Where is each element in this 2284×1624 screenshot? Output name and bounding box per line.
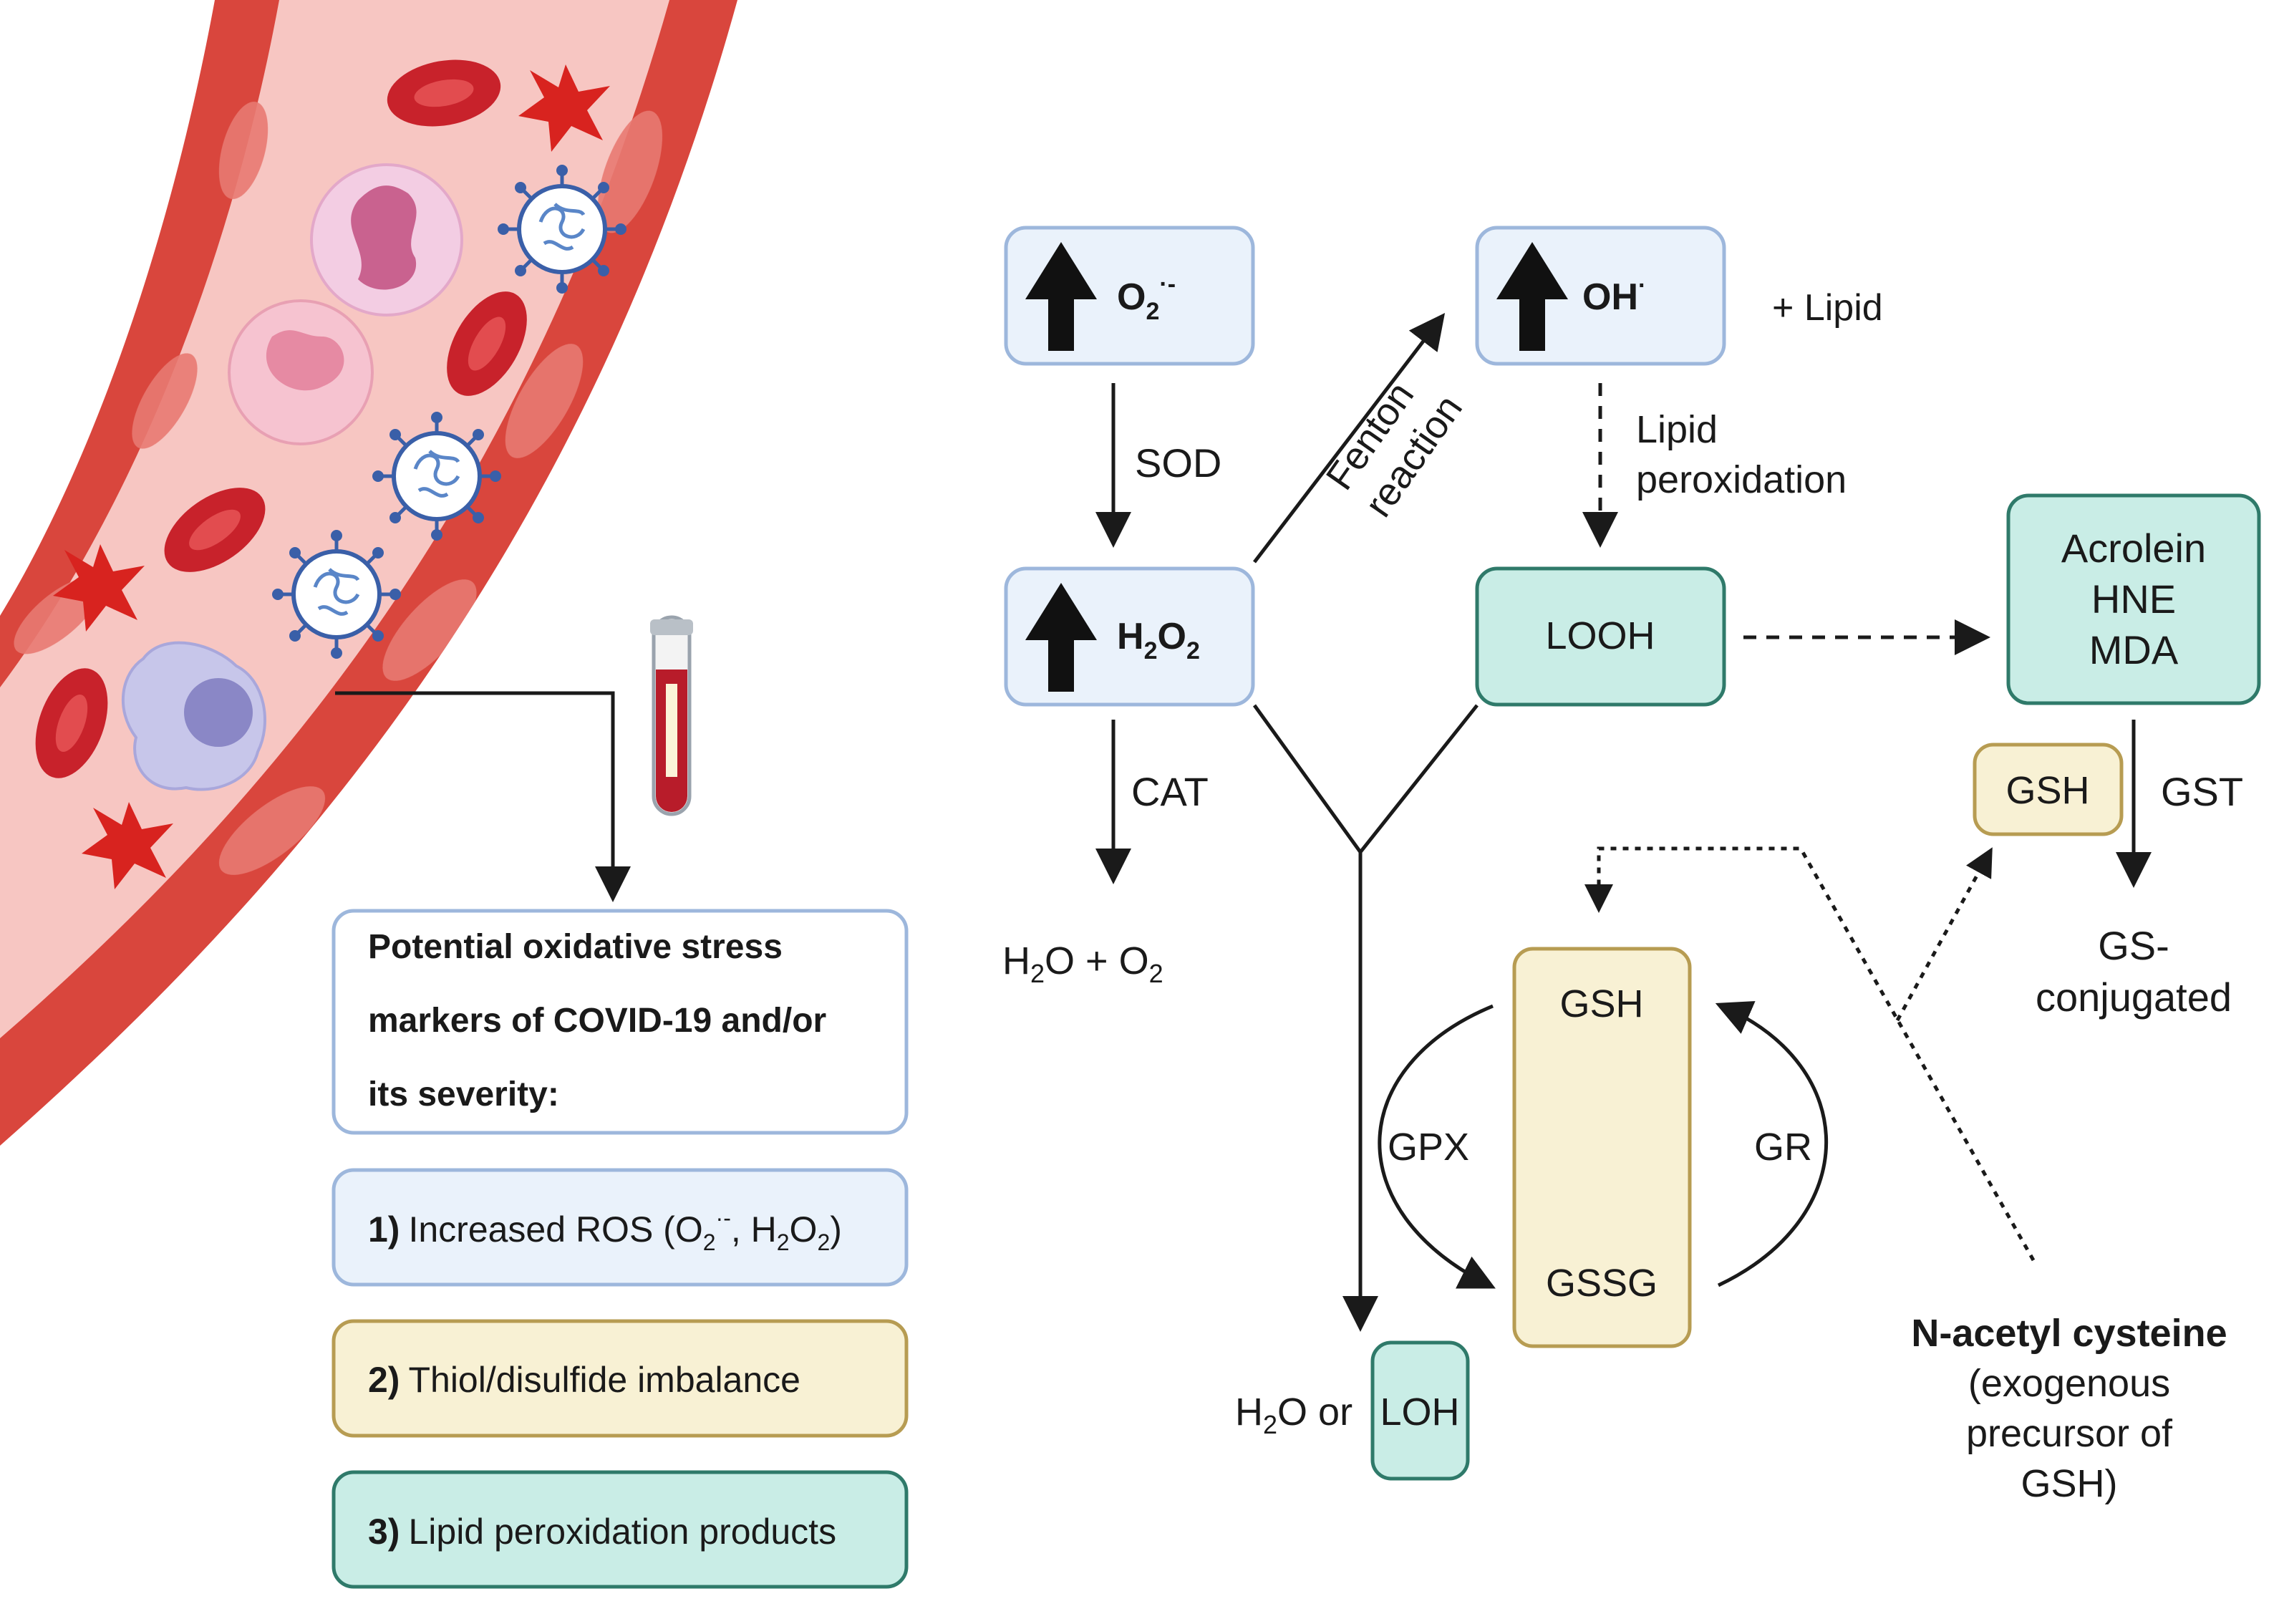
legend-item-ros: 1)Increased ROS (O2·-, H2O2) <box>368 1205 842 1255</box>
nac-desc-3: GSH) <box>2021 1462 2118 1505</box>
lipid-peroxidation-label-2: peroxidation <box>1636 458 1847 501</box>
legend: Potential oxidative stress markers of CO… <box>332 909 909 1589</box>
nac-dotted-path <box>1584 846 2036 1262</box>
up-arrow-icon <box>1496 242 1568 351</box>
blood-tube-icon <box>650 615 693 816</box>
macrophage-icon <box>121 641 266 791</box>
virus-icon <box>372 412 501 541</box>
arrow-gpx <box>1378 1004 1496 1289</box>
nac-desc-1: (exogenous <box>1968 1362 2170 1405</box>
converging-lines <box>1252 704 1479 856</box>
legend-item-ros-box <box>332 1168 909 1287</box>
up-arrow-icon <box>1025 242 1097 351</box>
virus-icon <box>272 530 401 659</box>
blood-vessel-illustration <box>0 0 737 1146</box>
virus-icon <box>498 165 626 294</box>
node-glutathione-cycle: GSH GSSG <box>1512 947 1692 1348</box>
node-superoxide: O2·- <box>1004 226 1255 366</box>
svg-text:HNE: HNE <box>2091 576 2176 622</box>
cat-label: CAT <box>1131 769 1209 814</box>
svg-text:LOH: LOH <box>1380 1391 1459 1434</box>
legend-item-thiol-box <box>332 1319 909 1438</box>
h2o-o2-label: H2O + O2 <box>1002 939 1163 988</box>
fenton-label: Fenton reaction <box>1318 374 1471 525</box>
lipid-peroxidation-label-1: Lipid <box>1636 408 1718 451</box>
vessel-to-legend-connector <box>335 691 631 902</box>
plus-lipid-label: + Lipid <box>1772 287 1883 329</box>
svg-text:LOOH: LOOH <box>1545 614 1655 657</box>
svg-text:GSH: GSH <box>2005 769 2089 812</box>
legend-item-thiol: 2)Thiol/disulfide imbalance <box>368 1360 800 1400</box>
nac-title: N-acetyl cysteine <box>1911 1312 2227 1355</box>
svg-text:H2O2: H2O2 <box>1117 616 1200 664</box>
svg-text:Acrolein: Acrolein <box>2061 526 2206 571</box>
arrow-gr <box>1715 1001 1829 1287</box>
up-arrow-icon <box>1025 583 1097 692</box>
svg-text:OH·: OH· <box>1582 272 1646 318</box>
gssg-label: GSSG <box>1546 1262 1658 1305</box>
gpx-label: GPX <box>1388 1126 1469 1169</box>
node-hydrogen-peroxide: H2O2 <box>1004 566 1255 707</box>
svg-text:O2·-: O2·- <box>1117 271 1176 325</box>
neutrophil-icon <box>228 299 374 445</box>
gst-label: GST <box>2161 769 2243 814</box>
nac-to-gsh-small <box>1895 847 1993 1022</box>
gsh-label: GSH <box>1559 982 1643 1025</box>
sod-label: SOD <box>1135 440 1221 485</box>
legend-item-lipid: 3)Lipid peroxidation products <box>368 1512 836 1552</box>
node-gsh-small: GSH <box>1973 743 2124 836</box>
node-looh: LOOH <box>1475 566 1726 707</box>
gs-conjugated-label-1: GS- <box>2098 923 2169 968</box>
node-loh: LOH <box>1370 1340 1470 1481</box>
gr-label: GR <box>1754 1126 1812 1169</box>
legend-item-lipid-box <box>332 1470 909 1589</box>
node-aldehydes: Acrolein HNE MDA <box>2006 493 2261 705</box>
h2o-or-label: H2O or <box>1235 1391 1353 1439</box>
svg-text:MDA: MDA <box>2089 627 2179 672</box>
legend-title-line1: Potential oxidative stress <box>368 928 783 966</box>
neutrophil-icon <box>310 163 463 316</box>
legend-title-line3: its severity: <box>368 1076 559 1113</box>
legend-title-line2: markers of COVID-19 and/or <box>368 1002 826 1040</box>
gs-conjugated-label-2: conjugated <box>2036 975 2232 1020</box>
nac-desc-2: precursor of <box>1966 1412 2173 1455</box>
legend-title-box <box>332 909 909 1135</box>
arrow-fenton <box>1253 313 1446 564</box>
node-hydroxyl: OH· <box>1475 226 1726 366</box>
